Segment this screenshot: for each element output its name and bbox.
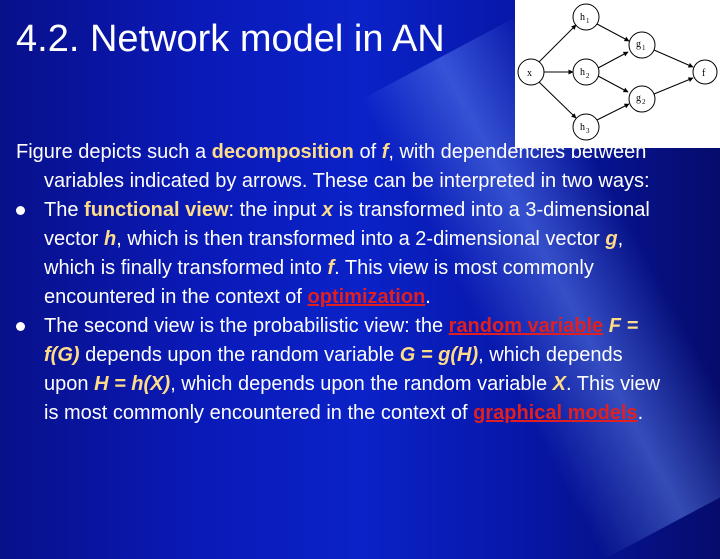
network-diagram-svg: x h 1 h 2 h 3 g 1 g 2 f xyxy=(517,3,718,141)
node-g1: g 1 xyxy=(628,31,656,59)
node-f: f xyxy=(692,59,718,85)
edge-x-h1 xyxy=(538,24,577,63)
edge-h2-g2 xyxy=(597,75,629,93)
random-variable-link[interactable]: random variable xyxy=(448,315,604,337)
edge-h2-g1 xyxy=(597,51,629,69)
svg-text:2: 2 xyxy=(586,72,590,80)
svg-text:x: x xyxy=(527,68,532,79)
svg-text:h: h xyxy=(580,122,585,133)
edge-g2-f xyxy=(653,77,694,95)
bullet-dot-icon xyxy=(16,322,25,331)
svg-text:g: g xyxy=(636,39,641,50)
svg-text:1: 1 xyxy=(642,44,646,52)
node-h2: h 2 xyxy=(572,58,600,86)
var-f: f xyxy=(327,257,335,279)
edge-h1-g1 xyxy=(596,23,630,42)
var-f: f xyxy=(381,141,389,163)
term-functional-view: functional view xyxy=(84,199,229,221)
network-diagram: x h 1 h 2 h 3 g 1 g 2 f xyxy=(515,0,720,148)
svg-text:3: 3 xyxy=(586,127,590,135)
edge-x-h3 xyxy=(538,81,577,119)
intro-paragraph: Figure depicts such a decomposition of f… xyxy=(16,141,650,192)
svg-text:1: 1 xyxy=(586,17,590,25)
node-h3: h 3 xyxy=(572,113,600,141)
svg-text:h: h xyxy=(580,67,585,78)
svg-text:2: 2 xyxy=(642,98,646,106)
edge-g1-f xyxy=(653,49,694,68)
var-F: F = f(G) xyxy=(44,315,639,366)
svg-text:g: g xyxy=(636,93,641,104)
bullet-probabilistic-view: The second view is the probabilistic vie… xyxy=(16,312,664,428)
var-h: h xyxy=(104,228,117,250)
bullet-dot-icon xyxy=(16,206,25,215)
var-x: x xyxy=(321,199,334,221)
node-h1: h 1 xyxy=(572,3,600,31)
node-g2: g 2 xyxy=(628,85,656,113)
var-G: G = g(H) xyxy=(399,344,479,366)
var-X: X xyxy=(552,373,567,395)
svg-text:h: h xyxy=(580,12,585,23)
node-x: x xyxy=(517,58,545,86)
var-g: g xyxy=(605,228,618,250)
slide-title: 4.2. Network model in AN xyxy=(16,18,445,60)
edge-h3-g2 xyxy=(596,103,630,121)
var-H: H = h(X) xyxy=(94,373,171,395)
bullet-functional-view: The functional view: the input x is tran… xyxy=(16,196,664,312)
graphical-models-link[interactable]: graphical models xyxy=(473,402,638,424)
slide-body: Figure depicts such a decomposition of f… xyxy=(16,138,664,428)
optimization-link[interactable]: optimization xyxy=(307,286,426,308)
term-decomposition: decomposition xyxy=(211,141,354,163)
svg-text:f: f xyxy=(702,68,706,79)
